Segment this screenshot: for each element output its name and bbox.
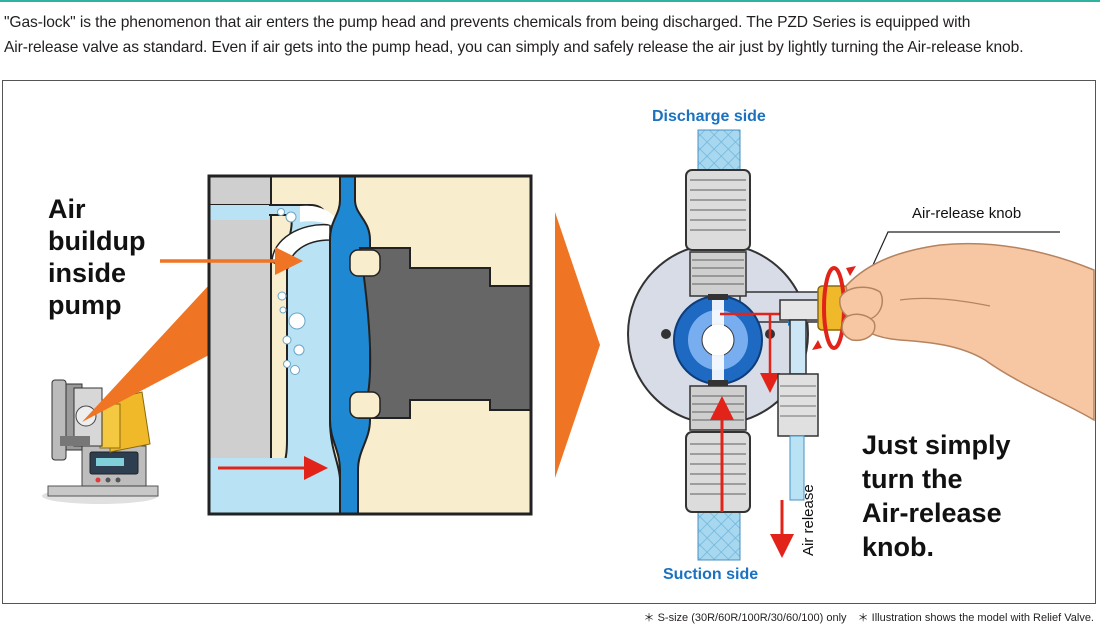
air-buildup-line-2: buildup bbox=[48, 226, 146, 256]
discharge-side-label: Discharge side bbox=[652, 108, 766, 125]
air-release-knob-label: Air-release knob bbox=[912, 205, 1022, 222]
turn-line-2: turn the bbox=[862, 464, 963, 494]
turn-knob-instruction: Just simply turn the Air-release knob. bbox=[862, 428, 1011, 564]
air-buildup-line-1: Air bbox=[48, 194, 86, 224]
small-pump-illustration bbox=[42, 285, 209, 504]
footer-note-size: ＊ S-size (30R/60R/100R/30/60/100) only bbox=[643, 612, 847, 624]
turn-line-3: Air-release bbox=[862, 498, 1002, 528]
suction-side-label: Suction side bbox=[663, 566, 759, 583]
transition-arrow bbox=[555, 212, 600, 478]
top-rule bbox=[0, 0, 1100, 2]
turn-line-1: Just simply bbox=[862, 430, 1011, 460]
pump-head-front-view bbox=[627, 129, 1060, 561]
cross-section-border bbox=[207, 174, 533, 516]
intro-line-2: Air-release valve as standard. Even if a… bbox=[4, 39, 1024, 56]
air-buildup-line-4: pump bbox=[48, 290, 122, 320]
air-buildup-label: Air buildup inside pump bbox=[48, 193, 145, 321]
footer-note-relief-valve: ＊ Illustration shows the model with Reli… bbox=[857, 612, 1094, 624]
air-release-label: Air release bbox=[800, 484, 817, 556]
intro-text: "Gas-lock" is the phenomenon that air en… bbox=[4, 10, 1098, 60]
intro-line-1: "Gas-lock" is the phenomenon that air en… bbox=[4, 14, 971, 31]
illustration-frame bbox=[2, 80, 1096, 604]
air-buildup-line-3: inside bbox=[48, 258, 127, 288]
footer-notes: ＊ S-size (30R/60R/100R/30/60/100) only ＊… bbox=[636, 609, 1094, 625]
turn-line-4: knob. bbox=[862, 532, 934, 562]
pump-head-cross-section bbox=[209, 176, 531, 514]
hand-illustration bbox=[839, 242, 1095, 422]
